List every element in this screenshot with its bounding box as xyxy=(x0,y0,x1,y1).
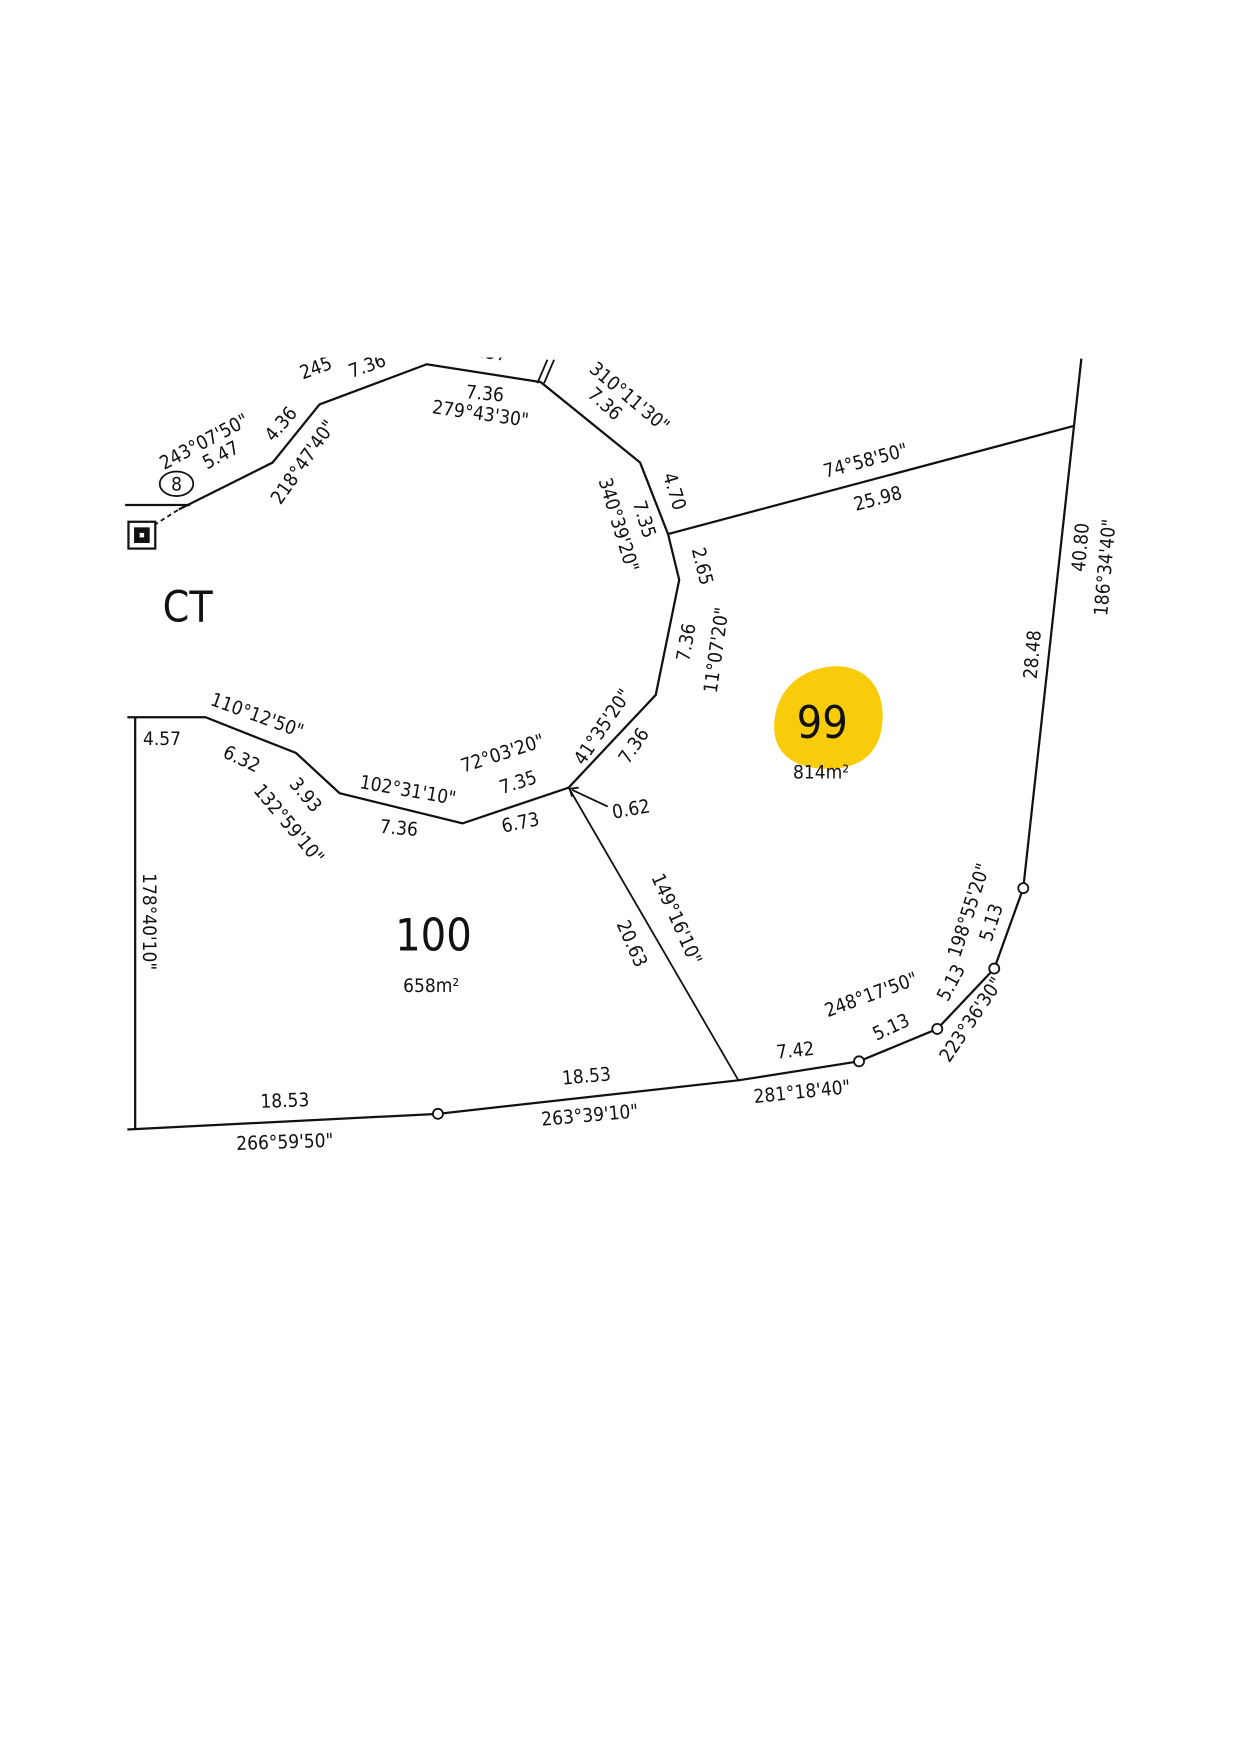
survey-point xyxy=(931,1023,944,1035)
lot-100-number: 100 xyxy=(395,909,472,961)
survey-point xyxy=(853,1055,865,1068)
benchmark-icon xyxy=(127,520,157,550)
distance-label: 5.13 xyxy=(869,1009,913,1045)
tick-mark xyxy=(536,359,549,384)
bearing-label: 178°40'10" xyxy=(138,873,160,970)
top-margin xyxy=(0,0,1240,358)
bearing-label: 266°59'50" xyxy=(236,1130,334,1155)
lot-99-highlight xyxy=(774,666,883,769)
distance-label: 7.36 xyxy=(465,381,505,406)
distance-label: 7.36 xyxy=(672,622,700,663)
survey-point xyxy=(1017,882,1030,895)
distance-label: 6.32 xyxy=(220,741,264,777)
distance-label: 20.63 xyxy=(612,917,652,971)
distance-label: 7.36 xyxy=(379,816,419,841)
survey-point xyxy=(431,1107,444,1120)
distance-label: 18.53 xyxy=(561,1063,612,1089)
distance-label: 0.62 xyxy=(610,795,651,823)
cul-de-sac-boundary xyxy=(127,363,681,825)
lot-99-number: 99 xyxy=(797,697,848,749)
road-label: CT xyxy=(163,584,214,633)
lot-8-marker: 8 xyxy=(171,473,182,495)
distance-label: 18.53 xyxy=(260,1089,310,1113)
distance-label: 4.36 xyxy=(260,403,301,446)
survey-point xyxy=(988,962,1001,975)
bearing-label: 74°58'50" xyxy=(821,439,910,483)
distance-label: 6.73 xyxy=(500,808,542,837)
bearing-label: 263°39'10" xyxy=(540,1100,639,1130)
dashed-connector xyxy=(153,508,180,526)
lot-100-area: 658m² xyxy=(403,975,459,997)
lot-99-north-boundary xyxy=(667,424,1075,536)
pointer-arrow xyxy=(571,789,609,808)
boundary-lines xyxy=(125,358,1083,1131)
lot-8-marker-circle xyxy=(158,470,195,497)
lot-99-100-boundary xyxy=(567,787,740,1081)
dimension-labels: 2457.364.57243°07'50"5.474.36218°47'40"7… xyxy=(138,339,1121,1155)
distance-label: 28.48 xyxy=(1020,629,1046,680)
distance-label: 4.70 xyxy=(658,470,690,513)
distance-label: 25.98 xyxy=(851,482,904,516)
distance-label: 40.80 xyxy=(1068,522,1094,573)
bearing-label: 110°12'50" xyxy=(208,689,307,743)
arrow-head-icon xyxy=(568,786,579,797)
distance-label: 5.13 xyxy=(933,961,970,1005)
bearing-label: 281°18'40" xyxy=(753,1076,852,1108)
distance-label: 2.65 xyxy=(687,545,718,587)
bearing-label: 11°07'20" xyxy=(700,606,734,694)
distance-label: 4.57 xyxy=(143,728,181,750)
distance-label: 7.36 xyxy=(614,724,653,768)
tick-mark xyxy=(543,359,555,384)
lot-99-area: 814m² xyxy=(793,762,849,784)
bearing-label: 186°34'40" xyxy=(1090,518,1120,617)
distance-label: 7.42 xyxy=(775,1038,815,1064)
bearing-label: 102°31'10" xyxy=(358,771,457,810)
south-east-boundary xyxy=(127,358,1083,1131)
distance-label: 7.35 xyxy=(497,766,540,799)
bearing-label: 149°16'10" xyxy=(647,870,707,968)
